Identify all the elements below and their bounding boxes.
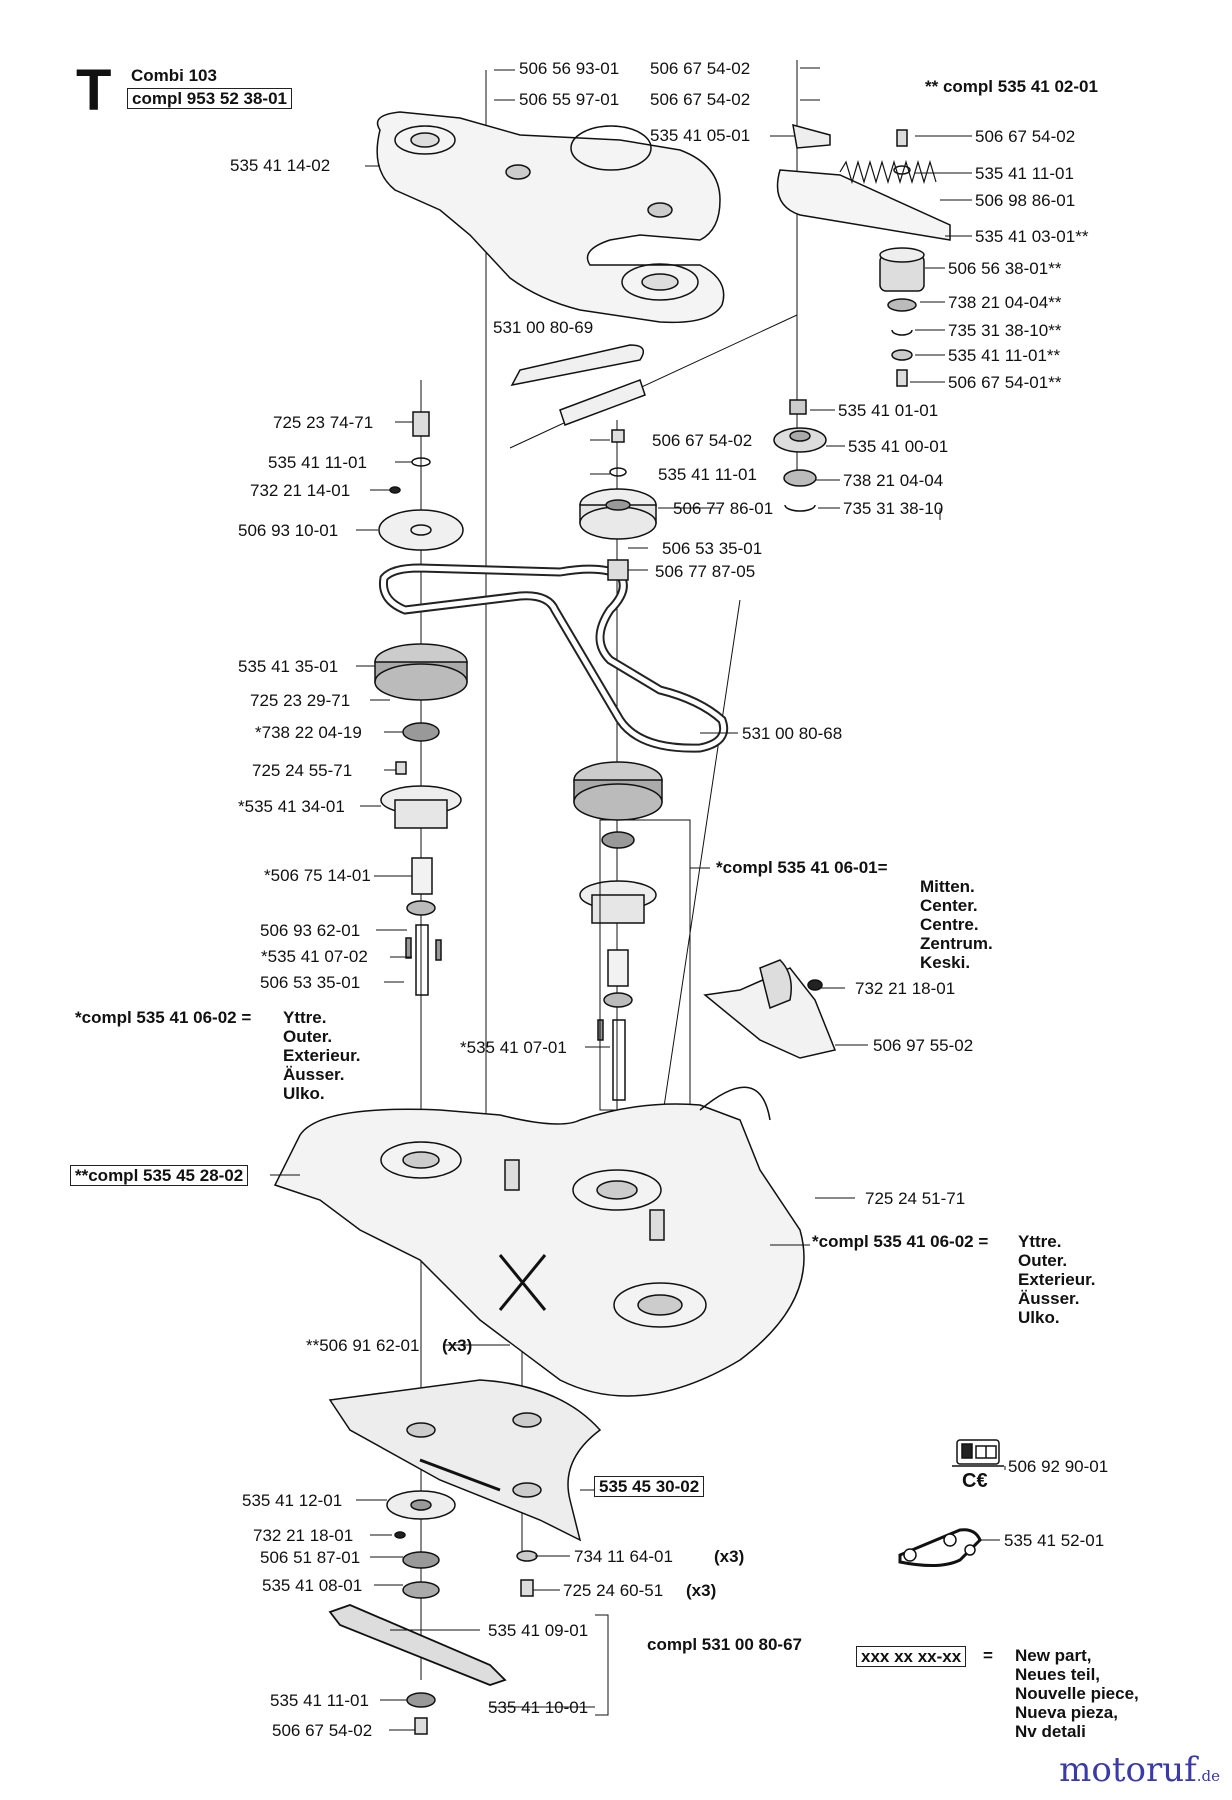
part-label: *506 75 14-01 — [264, 866, 371, 885]
idler-pulley-center — [773, 399, 827, 512]
part-label: 535 41 09-01 — [488, 1621, 589, 1640]
part-label: 506 56 93-01 — [519, 59, 620, 78]
compl-blade-label: compl 531 00 80-67 — [647, 1635, 802, 1654]
part-label: *535 41 07-02 — [261, 947, 368, 966]
part-label: 535 41 10-01 — [488, 1698, 589, 1717]
part-label: 535 41 35-01 — [238, 657, 339, 676]
part-label: 535 41 11-01 — [658, 465, 757, 484]
part-label: 535 41 11-01** — [948, 346, 1061, 365]
blade-guard-label: 535 45 30-02 — [594, 1476, 705, 1497]
part-label: 535 41 52-01 — [1004, 1531, 1105, 1550]
part-label: 506 67 54-02 — [650, 59, 751, 78]
part-label: 506 98 86-01 — [975, 191, 1076, 210]
hitch-bracket — [703, 959, 837, 1059]
part-label: 531 00 80-68 — [742, 724, 843, 743]
belt-cover — [376, 111, 725, 324]
part-label: 535 41 01-01 — [838, 401, 939, 420]
center-group-names: Mitten.Center.Centre.Zentrum.Keski. — [920, 877, 993, 972]
outer-right-group-code: *compl 535 41 06-02 = — [812, 1232, 989, 1251]
part-label: 531 00 80-69 — [493, 318, 594, 337]
part-label: 506 55 97-01 — [519, 90, 620, 109]
part-label: 738 21 04-04** — [948, 293, 1062, 312]
part-label: **506 91 62-01 — [306, 1336, 420, 1355]
center-group-code: *compl 535 41 06-01= — [716, 858, 888, 877]
part-label: 535 41 08-01 — [262, 1576, 363, 1595]
pulley-stack-left — [374, 411, 468, 996]
part-label: 535 41 05-01 — [650, 126, 751, 145]
bolt-icon — [520, 1579, 534, 1597]
blade-group-bracket — [595, 1614, 609, 1716]
part-label: 535 41 14-02 — [230, 156, 331, 175]
part-label: 506 92 90-01 — [1008, 1457, 1109, 1476]
part-label: *535 41 34-01 — [238, 797, 345, 816]
part-label: 738 21 04-04 — [843, 471, 944, 490]
legend-eq: = — [983, 1646, 993, 1665]
legend-lines: New part,Neues teil,Nouvelle piece,Nueva… — [1015, 1646, 1139, 1741]
part-label: 734 11 64-01 — [574, 1547, 673, 1566]
part-label: 735 31 38-10** — [948, 321, 1062, 340]
compl-number: compl 953 52 38-01 — [127, 88, 292, 109]
pulley-stack-center — [573, 429, 663, 1101]
part-label: 506 77 86-01 — [673, 499, 774, 518]
part-label: 732 21 18-01 — [253, 1526, 354, 1545]
axis-link-line-2 — [649, 599, 741, 1201]
belt-segment — [510, 344, 646, 426]
axis-link-line — [509, 314, 798, 449]
part-label: 506 67 54-02 — [975, 127, 1076, 146]
part-label: 506 67 54-02 — [272, 1721, 373, 1740]
tension-arm — [776, 123, 951, 241]
part-label: 506 67 54-02 — [652, 431, 753, 450]
manual-book-icon — [952, 1439, 1004, 1467]
part-label: 725 23 74-71 — [273, 413, 374, 432]
part-label: 732 21 14-01 — [250, 481, 351, 500]
section-letter: T — [76, 58, 112, 123]
part-label: 506 77 87-05 — [655, 562, 756, 581]
part-label: 732 21 18-01 — [855, 979, 956, 998]
part-label: 535 41 11-01 — [270, 1691, 369, 1710]
washer-icon — [516, 1550, 538, 1562]
model-name: Combi 103 — [131, 66, 217, 85]
deck-compl-label: **compl 535 45 28-02 — [70, 1165, 249, 1186]
part-label: 535 41 00-01 — [848, 437, 949, 456]
part-label: 506 53 35-01 — [260, 973, 361, 992]
compl-right-label: ** compl 535 41 02-01 — [925, 77, 1098, 96]
part-label: 535 41 11-01 — [975, 164, 1074, 183]
part-label: 535 41 03-01** — [975, 227, 1089, 246]
outer-right-group-names: Yttre.Outer.Exterieur.Äusser.Ulko. — [1018, 1232, 1096, 1327]
part-label: 506 97 55-02 — [873, 1036, 974, 1055]
idler-stack-right — [879, 129, 925, 387]
part-label: 506 67 54-02 — [650, 90, 751, 109]
part-label: 535 41 12-01 — [242, 1491, 343, 1510]
part-label: 725 24 60-51 — [563, 1581, 664, 1600]
part-label: 725 24 55-71 — [252, 761, 353, 780]
outer-left-group-code: *compl 535 41 06-02 = — [75, 1008, 252, 1027]
part-label: 506 93 62-01 — [260, 921, 361, 940]
blade-guard — [328, 1379, 602, 1542]
part-label: 506 93 10-01 — [238, 521, 339, 540]
mower-deck — [273, 1086, 805, 1397]
part-label: 506 67 54-01** — [948, 373, 1062, 392]
quantity-label: (x3) — [686, 1581, 717, 1600]
part-label: *535 41 07-01 — [460, 1038, 567, 1057]
ce-mark: C€ — [962, 1470, 988, 1492]
quantity-label: (x3) — [714, 1547, 745, 1566]
part-label: 725 24 51-71 — [865, 1189, 966, 1208]
part-label: 735 31 38-10 — [843, 499, 944, 518]
blade-assembly — [328, 1490, 507, 1735]
outer-left-group-names: Yttre.Outer.Exterieur.Äusser.Ulko. — [283, 1008, 361, 1103]
quantity-label: (x3) — [442, 1336, 473, 1355]
leader-lines — [270, 67, 1006, 1731]
part-label: 535 41 11-01 — [268, 453, 367, 472]
legend-code: xxx xx xx-xx — [856, 1646, 967, 1667]
part-label: 506 53 35-01 — [662, 539, 763, 558]
part-label: 506 56 38-01** — [948, 259, 1062, 278]
part-label: 506 51 87-01 — [260, 1548, 361, 1567]
brand-logo: motoruf.de — [1059, 1750, 1220, 1790]
part-label: *738 22 04-19 — [255, 723, 362, 742]
belt-routing-icon — [898, 1528, 982, 1567]
part-label: 725 23 29-71 — [250, 691, 351, 710]
